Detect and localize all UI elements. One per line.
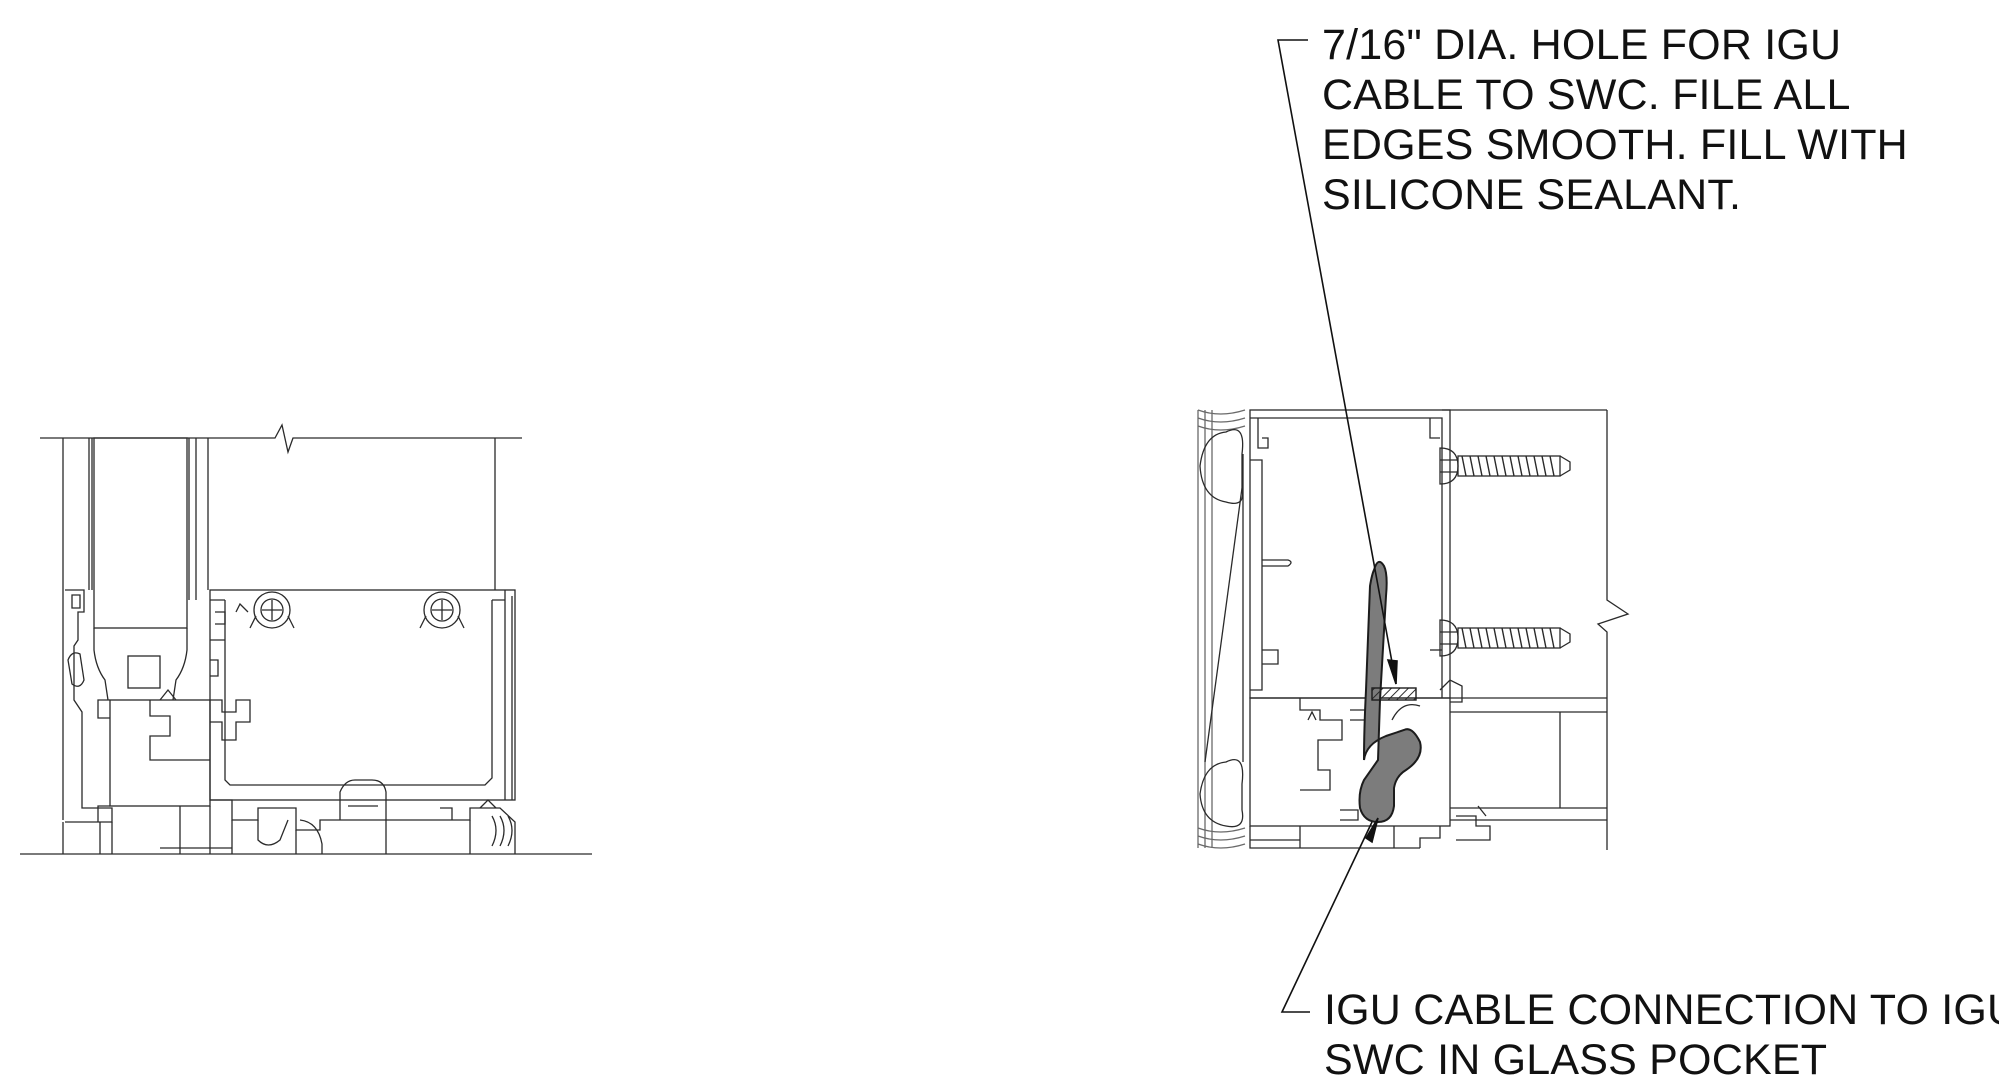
callout-line: 7/16" DIA. HOLE FOR IGU xyxy=(1322,21,1842,69)
screw-lower xyxy=(1439,619,1571,657)
screw-lower-threads xyxy=(1461,627,1555,649)
callout-line: IGU CABLE CONNECTION TO IGU xyxy=(1324,986,1999,1034)
leader-bottom xyxy=(1280,821,1373,1013)
hole-hatch xyxy=(1371,687,1417,701)
connection-callout-text: IGU CABLE CONNECTION TO IGU SWC IN GLASS… xyxy=(1324,985,1999,1085)
screw-upper-threads xyxy=(1461,455,1555,477)
igu-cable xyxy=(1358,560,1422,824)
hole-callout-text: 7/16" DIA. HOLE FOR IGU CABLE TO SWC. FI… xyxy=(1322,20,1908,220)
right-frame-section xyxy=(1197,409,1630,850)
screw-head-right xyxy=(419,591,465,629)
arrow-bottom xyxy=(1364,817,1379,844)
callout-line: EDGES SMOOTH. FILL WITH xyxy=(1322,121,1908,169)
callout-line: SILICONE SEALANT. xyxy=(1322,171,1742,219)
screw-head-left xyxy=(249,591,295,629)
callout-line: SWC IN GLASS POCKET xyxy=(1324,1036,1828,1084)
arrow-top xyxy=(1386,659,1398,685)
wall-break-edge xyxy=(1197,409,1246,849)
left-frame-section xyxy=(20,423,592,855)
leader-top xyxy=(1277,39,1397,685)
top-break-line xyxy=(40,423,522,455)
screw-upper xyxy=(1439,447,1571,485)
top-seal xyxy=(1199,428,1244,505)
callout-line: CABLE TO SWC. FILE ALL xyxy=(1322,71,1851,119)
bottom-seal xyxy=(1199,758,1244,828)
leader-lines xyxy=(1277,39,1398,1013)
